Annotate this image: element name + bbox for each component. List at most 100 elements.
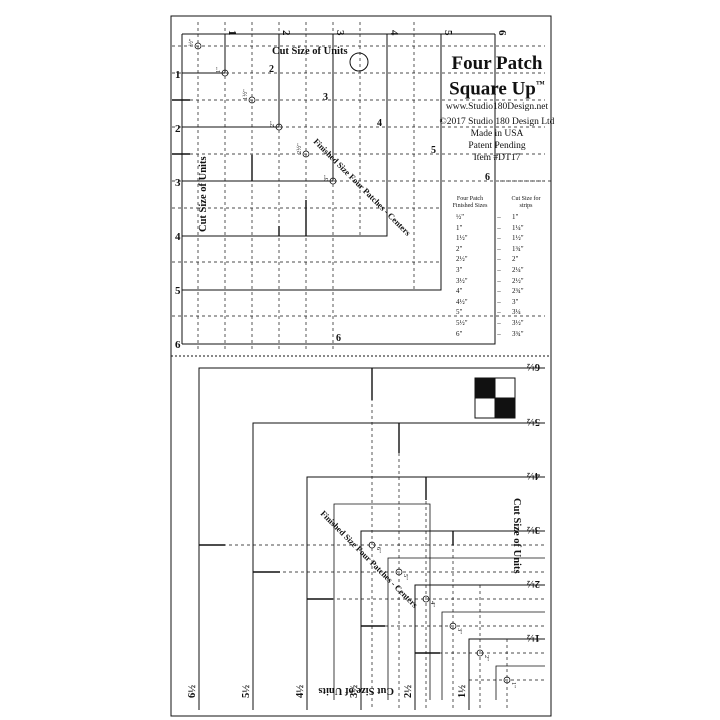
finished-size: 1½" (456, 234, 468, 243)
size-table-row: 3"–2¼" (450, 265, 546, 276)
dash: – (497, 255, 501, 264)
square-5 (182, 34, 442, 291)
square-1 (182, 34, 226, 74)
center-label: 1½" (242, 89, 249, 100)
square-4 (182, 34, 388, 237)
half-size-label: 3½ (349, 685, 360, 698)
cut-size: 2" (512, 255, 519, 264)
top-ruler-number: 2 (280, 30, 292, 36)
bottom-square-4 (306, 476, 545, 710)
size-table-row: 2"–1¾" (450, 244, 546, 255)
square-number: 4 (377, 118, 382, 129)
center-label: 3" (456, 628, 463, 634)
ruler-outline (170, 15, 552, 717)
dash: – (497, 244, 501, 253)
side-number: 5 (175, 285, 181, 297)
cut-size: 1¼" (512, 223, 524, 232)
finished-size: 4½" (456, 297, 468, 306)
top-ruler-number: 1 (226, 30, 238, 36)
center-label: 3" (323, 175, 330, 181)
finished-size: 5½" (456, 318, 468, 327)
product-title-text: Square Up (449, 78, 536, 100)
bottom-center-labels: 6" 5" 4" 3" 2" 1" (375, 547, 517, 688)
dash: – (497, 223, 501, 232)
header-finished: Four Patch Finished Sizes (452, 196, 488, 209)
bottom-square-1 (468, 638, 545, 710)
half-size-label: 4½ (295, 685, 306, 698)
top-ruler-number: 3 (334, 30, 346, 36)
four-patch-icon (474, 377, 516, 419)
square-number: 6 (485, 172, 490, 183)
finished-size: 6" (456, 329, 463, 338)
finished-size: 2" (456, 244, 463, 253)
center-label: 1" (510, 682, 517, 688)
website: www.Studio180Design.net (445, 102, 549, 113)
half-size-label: 6½ (527, 361, 540, 372)
half-size-label: 3½ (527, 524, 540, 535)
cut-size: 3" (512, 297, 519, 306)
bottom-square-3 (360, 530, 545, 710)
bottom-square-6 (198, 367, 545, 710)
product-title-line1: Four Patch (451, 53, 543, 74)
top-ruler-number: 5 (442, 30, 454, 36)
trademark-mark: ™ (535, 79, 545, 89)
dash: – (497, 265, 501, 274)
cut-size: 3½" (512, 318, 524, 327)
top-center-marks (194, 42, 337, 185)
top-side-cut-size-label: Cut Size of Units (198, 156, 209, 232)
finished-size: 3" (456, 265, 463, 274)
center-label: 5" (402, 574, 409, 580)
dash: – (497, 308, 501, 317)
finished-size: 3½" (456, 276, 468, 285)
square-number: 6 (336, 333, 341, 344)
half-size-label: 6½ (187, 685, 198, 698)
top-cut-size-label: Cut Size of Units (272, 46, 348, 57)
size-table-row: 3½"–2½" (450, 276, 546, 287)
square-2 (182, 34, 280, 128)
half-size-label: 1½ (527, 632, 540, 643)
square-number: 3 (323, 92, 328, 103)
made-in: Made in USA (470, 129, 524, 140)
center-label: 2" (269, 121, 276, 127)
top-grid (172, 22, 551, 350)
dash: – (497, 318, 501, 327)
header-cut: Cut Size for strips (511, 196, 541, 209)
square-number: 2 (269, 64, 274, 75)
size-table-row: 4"–2¾" (450, 286, 546, 297)
top-ruler-numbers: 1 2 3 4 5 6 (226, 30, 508, 36)
product-info: Four Patch Square Up™ www.Studio180Desig… (432, 54, 562, 164)
square-3 (182, 34, 334, 182)
cut-size: 3¼ (512, 308, 521, 317)
side-number: 1 (175, 69, 181, 81)
bottom-center-marks (368, 541, 511, 684)
bottom-right-half-sizes: 1½ 2½ 3½ 4½ 5½ 6½ (527, 361, 540, 643)
size-table: Four Patch Finished Sizes Cut Size for s… (450, 196, 546, 339)
cut-size: 1½" (512, 234, 524, 243)
bottom-side-cut-size-label: Cut Size of Units (511, 498, 522, 574)
size-table-header: Four Patch Finished Sizes Cut Size for s… (450, 196, 546, 210)
square-6 (182, 34, 496, 345)
cut-size: 3¾" (512, 329, 524, 338)
half-size-label: 5½ (241, 685, 252, 698)
bottom-square-5 (252, 422, 545, 710)
bottom-grid (198, 367, 545, 710)
side-number: 2 (175, 123, 181, 135)
half-size-label: 2½ (527, 578, 540, 589)
half-size-label: 1½ (457, 685, 468, 698)
dash: – (497, 234, 501, 243)
center-label: 2½" (296, 143, 303, 154)
finished-size: 4" (456, 287, 463, 296)
size-table-row: 5"–3¼ (450, 307, 546, 318)
top-center-labels: ½" 1" 1½" 2" 2½" 3" (188, 38, 330, 181)
center-label: 6" (375, 547, 382, 553)
square-number: 5 (431, 145, 436, 156)
dash: – (497, 213, 501, 221)
bottom-edge-half-sizes: 1½ 2½ 3½ 4½ 5½ 6½ (187, 685, 468, 698)
top-diagonal-label: Finished Size Four Patches - Centers (312, 136, 414, 238)
side-number: 6 (175, 339, 181, 351)
item-number: Item #DT17 (473, 153, 521, 164)
half-size-label: 5½ (527, 416, 540, 427)
dash: – (497, 329, 501, 338)
side-number: 3 (175, 177, 181, 189)
top-side-numbers: 1 2 3 4 5 6 (175, 69, 181, 351)
